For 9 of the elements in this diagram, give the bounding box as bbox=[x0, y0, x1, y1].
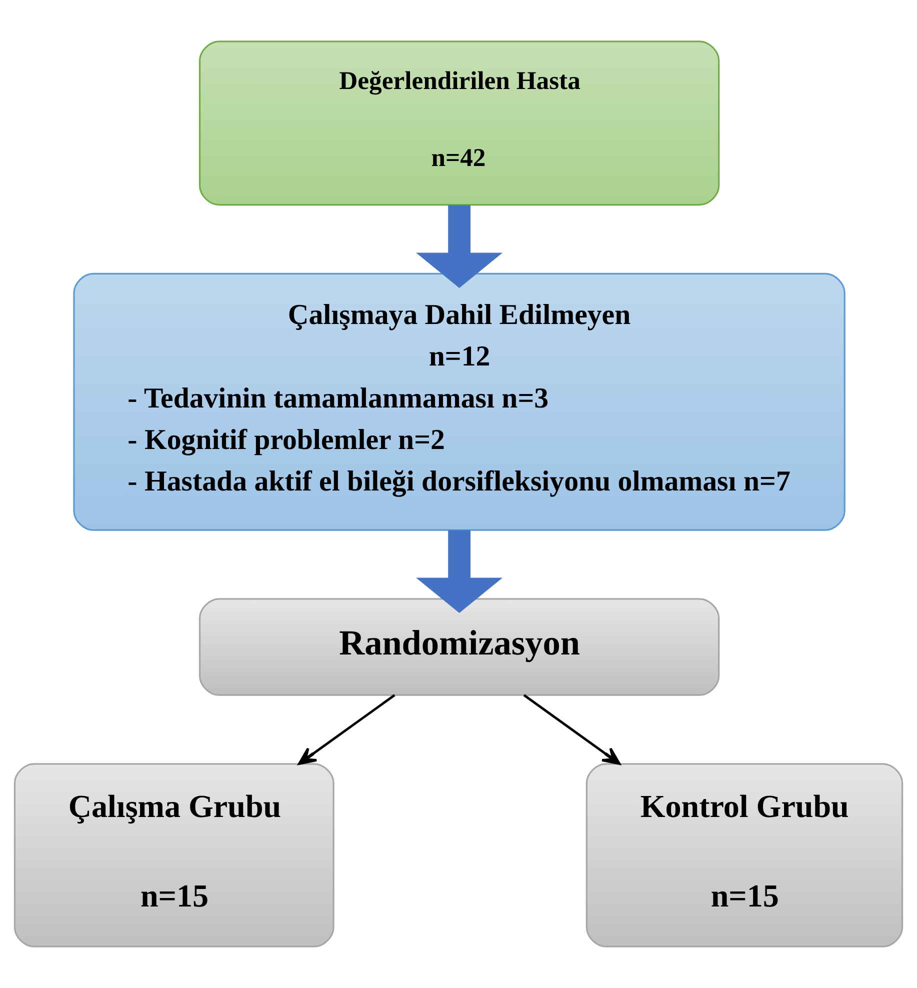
node-box: Çalışma Grubu n=15 bbox=[14, 763, 334, 948]
arrow bbox=[416, 205, 503, 288]
node-box: Randomizasyon bbox=[198, 598, 720, 696]
arrow bbox=[298, 694, 396, 765]
arrow bbox=[416, 530, 503, 614]
node-box: Kontrol Grubu n=15 bbox=[586, 763, 904, 948]
node-box: Değerlendirilen Hasta n=42 bbox=[198, 40, 720, 206]
arrow bbox=[523, 694, 621, 765]
node-box: Çalışmaya Dahil Edilmeyen n=12 - Tedavinin tamamlanmaması n=3 - Kognitif problemler n=2 - Hastada aktif el bileği dorsifleksiyonu olmaması n=7 bbox=[73, 272, 846, 531]
